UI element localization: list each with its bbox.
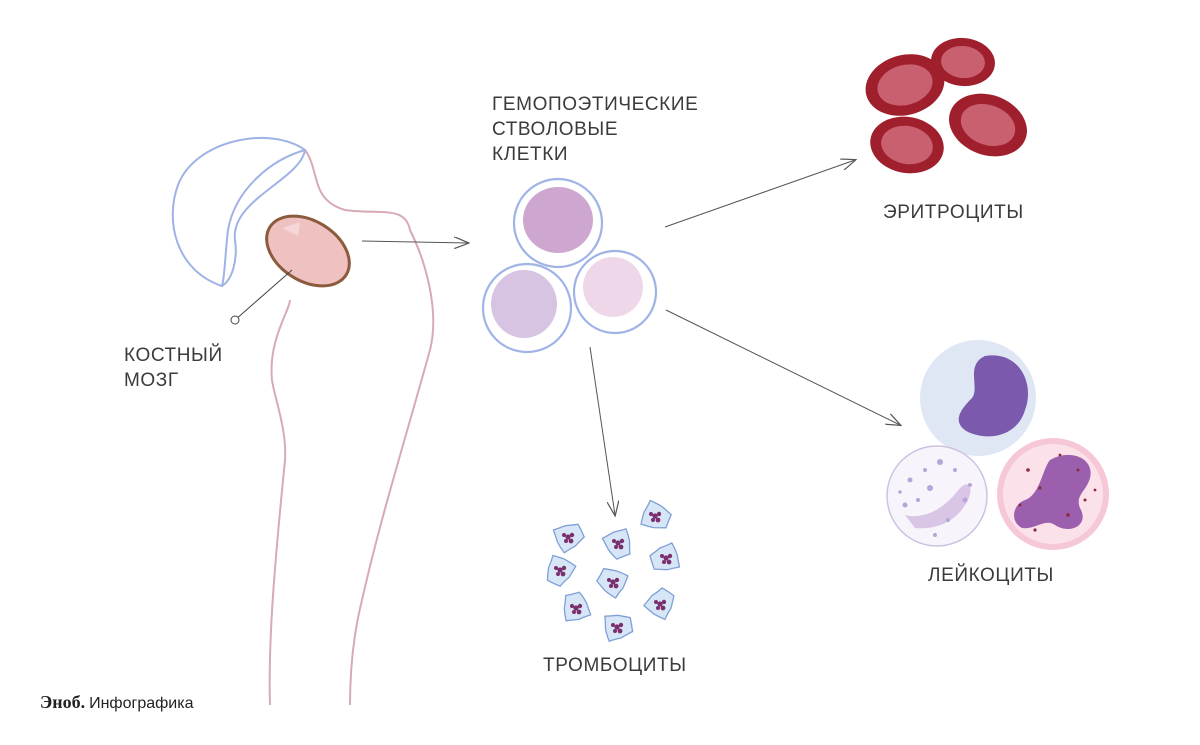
stem-cell — [572, 249, 658, 335]
bone-outline — [268, 149, 435, 706]
arrow-to-erythrocytes — [664, 160, 855, 228]
erythrocyte — [865, 54, 945, 116]
label-marrow-line-2: МОЗГ — [124, 370, 179, 391]
marrow-ring — [265, 214, 351, 288]
leukocyte — [920, 340, 1036, 456]
label-stem-line-2: СТВОЛОВЫЕ — [492, 119, 619, 140]
erythrocyte — [870, 116, 944, 174]
marrow-pointer — [234, 269, 293, 321]
platelet — [604, 614, 634, 643]
label-marrow: КОСТНЫЙ МОЗГ — [124, 343, 223, 393]
brand-text: Инфографика — [89, 695, 194, 712]
bone-head-outline — [171, 136, 307, 288]
label-erythrocytes: ЭРИТРОЦИТЫ — [883, 202, 1024, 223]
label-leukocytes: ЛЕЙКОЦИТЫ — [928, 565, 1054, 586]
label-marrow-line-1: КОСТНЫЙ — [124, 345, 223, 366]
platelet — [640, 499, 672, 529]
arrow-to-stem — [361, 241, 468, 243]
label-stem-line-3: КЛЕТКИ — [492, 144, 569, 165]
erythrocyte — [949, 93, 1027, 157]
stem-cell-icon — [481, 177, 658, 354]
platelet — [601, 528, 631, 560]
leukocyte — [886, 445, 988, 547]
platelet-icon — [546, 499, 681, 643]
platelet — [642, 587, 675, 621]
label-stem-line-1: ГЕМОПОЭТИЧЕСКИЕ — [492, 94, 699, 115]
label-stem-cells: ГЕМОПОЭТИЧЕСКИЕ СТВОЛОВЫЕ КЛЕТКИ — [492, 92, 698, 167]
label-platelets: ТРОМБОЦИТЫ — [543, 655, 687, 676]
stem-cell — [481, 262, 573, 354]
brand: Эноб.Инфографика — [40, 692, 193, 713]
platelet — [563, 591, 592, 622]
leukocyte-icon — [886, 340, 1109, 550]
brand-mark: Эноб. — [40, 692, 86, 712]
erythrocyte — [931, 37, 995, 87]
bone-icon — [171, 136, 435, 706]
stem-cell — [512, 177, 604, 269]
arrow-to-leukocytes — [665, 309, 900, 425]
platelet — [595, 567, 629, 599]
erythrocyte-icon — [865, 37, 1027, 174]
leukocyte — [997, 438, 1109, 550]
platelet — [649, 542, 681, 571]
platelet — [546, 554, 577, 587]
platelet — [552, 523, 585, 554]
arrow-to-platelets — [589, 346, 615, 515]
